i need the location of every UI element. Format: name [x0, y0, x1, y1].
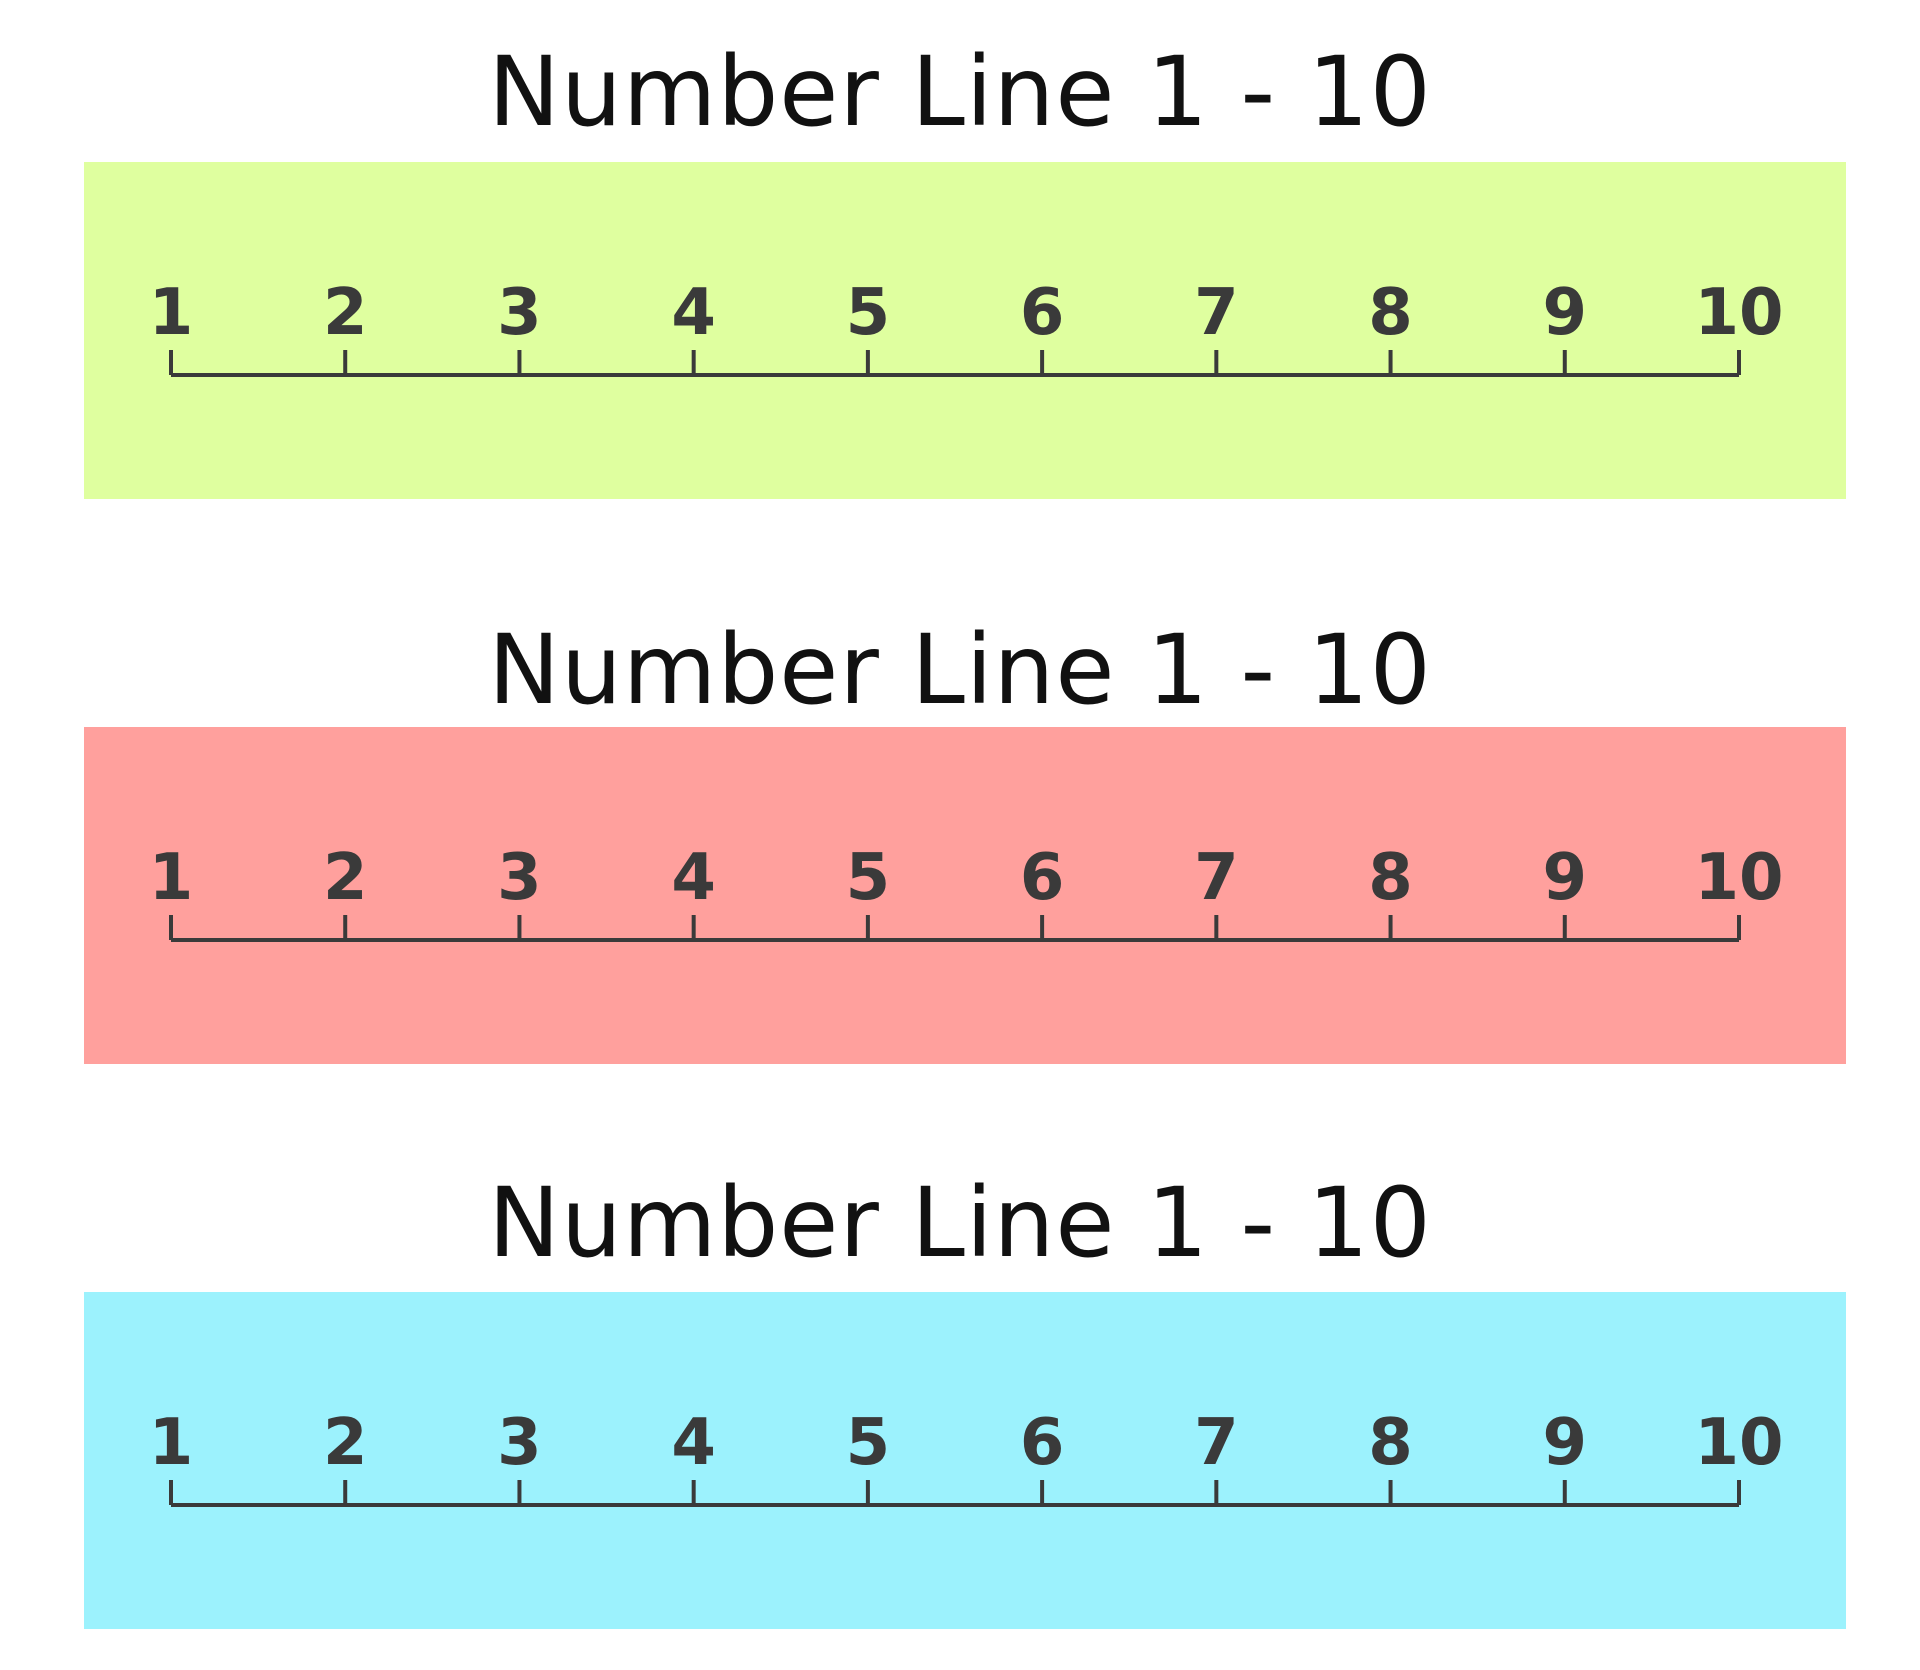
tick-label: 3: [497, 276, 542, 350]
tick-label: 5: [846, 841, 891, 915]
tick-label: 2: [323, 276, 368, 350]
number-line-title: Number Line 1 - 10: [488, 1167, 1432, 1279]
tick-label: 10: [1694, 276, 1783, 350]
tick-label: 10: [1694, 841, 1783, 915]
tick-label: 6: [1020, 841, 1065, 915]
tick-label: 4: [671, 1406, 716, 1480]
tick-label: 1: [149, 1406, 194, 1480]
number-line-graphic: 1 2 3 4 5 6 7 8 9 10: [149, 276, 1784, 377]
number-line-title: Number Line 1 - 10: [488, 36, 1432, 148]
tick-label: 8: [1368, 276, 1413, 350]
tick-label: 7: [1194, 841, 1239, 915]
number-line-band: 1 2 3 4 5 6 7 8 9 10: [84, 727, 1846, 1064]
number-line-graphic: 1 2 3 4 5 6 7 8 9 10: [149, 1406, 1784, 1507]
tick-label: 10: [1694, 1406, 1783, 1480]
tick-label: 1: [149, 841, 194, 915]
number-line-band: 1 2 3 4 5 6 7 8 9 10: [84, 1292, 1846, 1629]
tick-label: 7: [1194, 276, 1239, 350]
tick-label: 2: [323, 841, 368, 915]
tick-label: 3: [497, 841, 542, 915]
tick-label: 8: [1368, 841, 1413, 915]
tick-label: 5: [846, 276, 891, 350]
number-line-band: 1 2 3 4 5 6 7 8 9 10: [84, 162, 1846, 499]
tick-label: 8: [1368, 1406, 1413, 1480]
tick-label: 5: [846, 1406, 891, 1480]
tick-label: 9: [1543, 276, 1588, 350]
tick-label: 3: [497, 1406, 542, 1480]
tick-label: 9: [1543, 841, 1588, 915]
tick-label: 4: [671, 841, 716, 915]
tick-label: 4: [671, 276, 716, 350]
tick-label: 6: [1020, 276, 1065, 350]
tick-label: 9: [1543, 1406, 1588, 1480]
number-line-title: Number Line 1 - 10: [488, 614, 1432, 726]
tick-label: 6: [1020, 1406, 1065, 1480]
tick-label: 7: [1194, 1406, 1239, 1480]
number-line-graphic: 1 2 3 4 5 6 7 8 9 10: [149, 841, 1784, 942]
tick-label: 2: [323, 1406, 368, 1480]
tick-label: 1: [149, 276, 194, 350]
